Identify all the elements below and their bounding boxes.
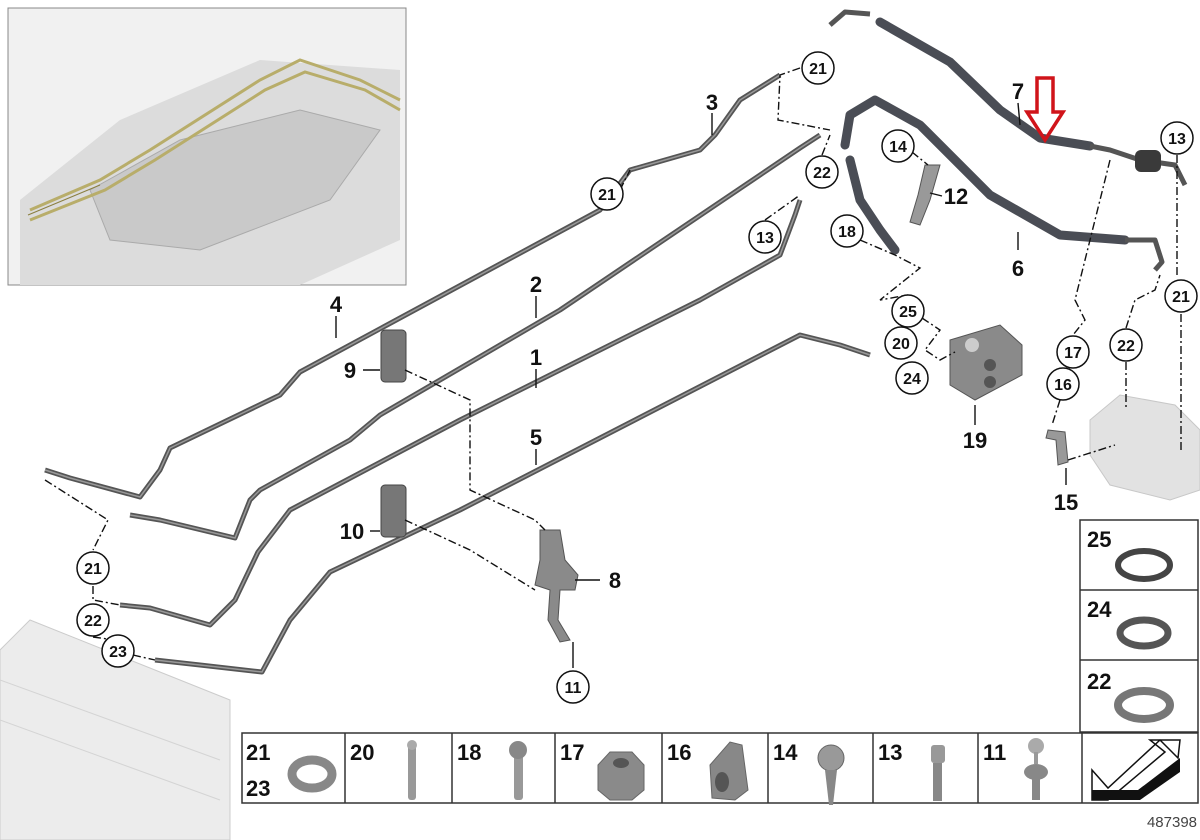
socket-screw-icon [931, 745, 945, 801]
label-7: 7 [1012, 79, 1024, 104]
screw-icon [817, 744, 845, 805]
bracket-8 [534, 529, 579, 643]
pipe-1 [119, 199, 803, 628]
hose-6 [840, 95, 1165, 272]
legend-label-18: 18 [457, 740, 481, 765]
pipe-4 [44, 72, 782, 500]
callout-21: 21 [809, 61, 827, 78]
label-8: 8 [609, 568, 621, 593]
expansion-valve-19 [949, 324, 1023, 401]
condenser [0, 619, 231, 840]
overview-inset [7, 7, 407, 286]
label-5: 5 [530, 425, 542, 450]
callout-23: 23 [109, 644, 127, 661]
washer-icon [287, 755, 337, 793]
diagram-number: 487398 [1147, 814, 1197, 831]
callout-11: 11 [565, 680, 582, 697]
label-3: 3 [706, 90, 718, 115]
rivet-icon [1024, 738, 1048, 800]
callout-22: 22 [813, 165, 831, 182]
clip-10 [380, 484, 407, 538]
leader-lines [44, 67, 1182, 668]
direction-arrow-icon [1091, 738, 1181, 801]
legend-label-22: 22 [1087, 669, 1111, 694]
callout-25: 25 [899, 304, 917, 321]
pipe-2 [129, 132, 822, 541]
highlight-arrow-icon [1023, 76, 1067, 144]
clip-icon [709, 741, 749, 801]
label-19: 19 [963, 428, 987, 453]
label-6: 6 [1012, 256, 1024, 281]
bracket-12 [909, 164, 941, 226]
legend-label-13: 13 [878, 740, 902, 765]
callout-14: 14 [889, 139, 907, 156]
label-1: 1 [530, 345, 542, 370]
hex-nut-icon [597, 751, 645, 801]
label-4: 4 [330, 292, 343, 317]
legend-label-14: 14 [773, 740, 798, 765]
clip-9 [380, 329, 407, 383]
label-12: 12 [944, 184, 968, 209]
pipe-5 [154, 332, 871, 675]
legend-label-25: 25 [1087, 527, 1111, 552]
callout-20: 20 [892, 336, 910, 353]
legend-label-20: 20 [350, 740, 374, 765]
hose-7 [828, 9, 1188, 187]
callout-13: 13 [756, 230, 774, 247]
callout-21: 21 [1172, 289, 1190, 306]
callout-17: 17 [1064, 345, 1082, 362]
callout-21: 21 [84, 561, 102, 578]
callout-21: 21 [598, 187, 616, 204]
label-15: 15 [1054, 490, 1078, 515]
legend-label-24: 24 [1087, 597, 1112, 622]
pin-icon [407, 740, 417, 800]
callouts [76, 51, 1198, 704]
legend-label-11: 11 [983, 740, 1006, 765]
legend-label-17: 17 [560, 740, 584, 765]
callout-24: 24 [903, 371, 921, 388]
seal-ring-icon [1114, 687, 1174, 723]
callout-22: 22 [84, 613, 102, 630]
legend-label-21: 21 [246, 740, 270, 765]
o-ring-icon [1115, 548, 1173, 582]
legend-label-16: 16 [667, 740, 691, 765]
o-ring-icon [1116, 616, 1172, 650]
legend-label-23: 23 [246, 776, 270, 801]
label-2: 2 [530, 272, 542, 297]
legend-side: 25 24 22 [1079, 519, 1199, 733]
callout-22: 22 [1117, 338, 1135, 355]
legend-bottom: 21 23 20 18 17 16 14 13 11 [241, 732, 1199, 805]
callout-16: 16 [1054, 377, 1072, 394]
callout-18: 18 [838, 224, 856, 241]
label-9: 9 [344, 358, 356, 383]
compressor [1089, 394, 1200, 501]
bracket-15 [1045, 429, 1069, 466]
callout-13: 13 [1168, 131, 1186, 148]
label-10: 10 [340, 519, 364, 544]
bolt-icon [509, 741, 527, 800]
